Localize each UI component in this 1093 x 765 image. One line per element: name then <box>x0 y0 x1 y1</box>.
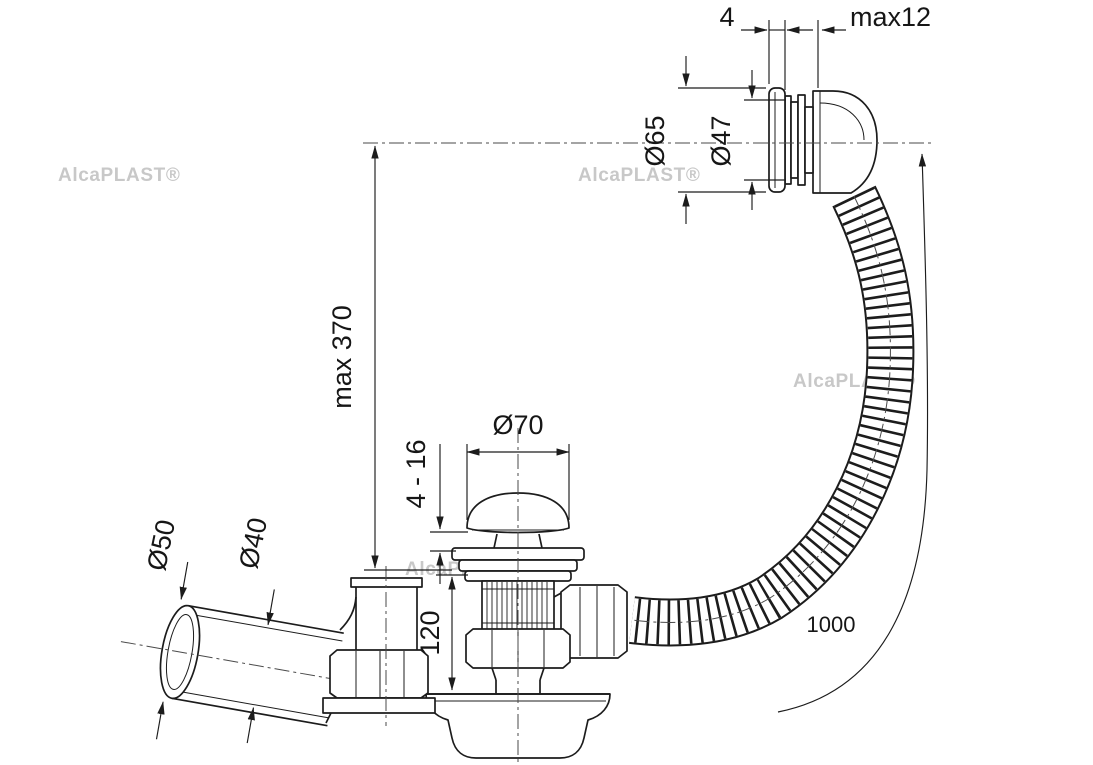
hose-corrugation <box>629 186 913 645</box>
dim-wall-thickness-max: max12 <box>850 2 931 32</box>
hose-outline <box>629 185 915 647</box>
hose-centerline <box>631 195 891 623</box>
outlet-pipe <box>120 561 436 744</box>
elbow-nut <box>329 649 429 699</box>
elbow-nut-flange <box>322 697 436 714</box>
centerlines <box>363 142 935 762</box>
dimension-labels: max 370 120 4 - 16 Ø70 Ø65 Ø47 4 max12 Ø… <box>141 2 931 656</box>
hose-length-leader <box>777 153 929 713</box>
dim-overflow-outer: Ø65 <box>640 115 670 166</box>
dim-overflow-inner: Ø47 <box>706 115 736 166</box>
dim-plug-cap: Ø70 <box>492 410 543 440</box>
watermark-text: AlcaPLAST® <box>58 165 180 186</box>
knurl-hatching <box>486 582 548 629</box>
flexible-hose <box>629 185 915 647</box>
watermark-text: AlcaPLAST® <box>578 165 700 186</box>
elbow-curve <box>339 596 357 631</box>
dim-hose-length: 1000 <box>807 612 856 637</box>
pipe-centerline <box>120 641 370 686</box>
overflow-assembly <box>768 87 878 194</box>
overflow-washer <box>804 106 814 174</box>
dim-outlet-outer: Ø50 <box>141 517 181 573</box>
dim-plate-thickness: 4 <box>719 2 734 32</box>
dim-height-max: max 370 <box>327 305 357 409</box>
hose-body <box>629 186 913 645</box>
dimension-lines <box>364 20 929 713</box>
dim-plug-gap: 4 - 16 <box>401 439 431 508</box>
drain-plug-assembly <box>425 492 628 759</box>
overflow-washer <box>797 94 806 186</box>
overflow-washer <box>784 95 792 185</box>
dim-body-height: 120 <box>415 610 445 655</box>
overflow-washer <box>790 101 799 179</box>
dim-outlet-inner: Ø40 <box>233 515 273 571</box>
overflow-cover-plate <box>768 87 786 193</box>
overflow-elbow <box>812 90 878 194</box>
side-outlet-nut <box>560 584 628 659</box>
